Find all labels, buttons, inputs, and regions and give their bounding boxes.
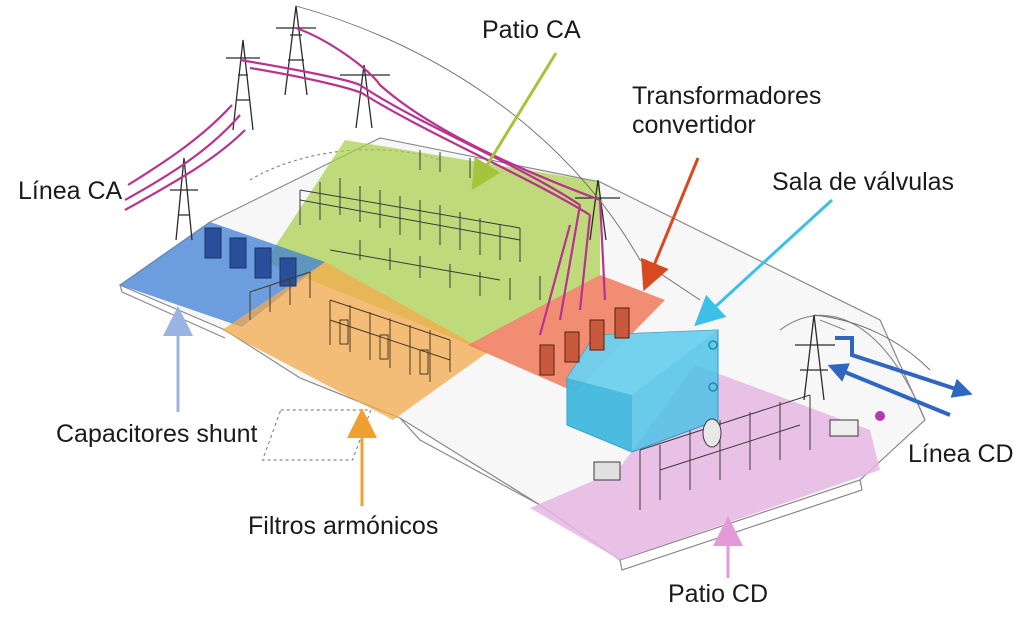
label-filtros: Filtros armónicos bbox=[248, 512, 439, 540]
patio-ca-equipment bbox=[299, 150, 541, 300]
capacitor-banks bbox=[204, 227, 297, 287]
label-patio-cd: Patio CD bbox=[668, 580, 769, 608]
patio-ca-arrow bbox=[471, 52, 558, 191]
transformers bbox=[539, 307, 630, 376]
label-patio-ca: Patio CA bbox=[482, 16, 581, 44]
label-transformadores-line2: convertidor bbox=[632, 110, 756, 139]
label-sala-valvulas: Sala de válvulas bbox=[772, 168, 955, 196]
patio-cd-equipment bbox=[593, 394, 885, 510]
filtros-zone bbox=[222, 262, 488, 420]
label-linea-cd: Línea CD bbox=[908, 440, 1014, 468]
transformadores-arrow bbox=[640, 157, 700, 292]
label-capacitores: Capacitores shunt bbox=[56, 420, 258, 448]
label-transformadores-line1: Transformadores bbox=[632, 82, 822, 110]
sala-valvulas-building bbox=[566, 329, 719, 453]
label-transformadores: Transformadores convertidor bbox=[632, 82, 862, 140]
patio-cd-zone bbox=[530, 365, 880, 560]
label-linea-ca: Línea CA bbox=[18, 177, 123, 205]
overhead-lines bbox=[295, 5, 931, 371]
filtros-equipment bbox=[249, 271, 451, 382]
sala-valvulas-arrow bbox=[694, 198, 834, 327]
linea-cd-arrows bbox=[827, 336, 973, 417]
linea-ca-wires bbox=[124, 26, 607, 336]
